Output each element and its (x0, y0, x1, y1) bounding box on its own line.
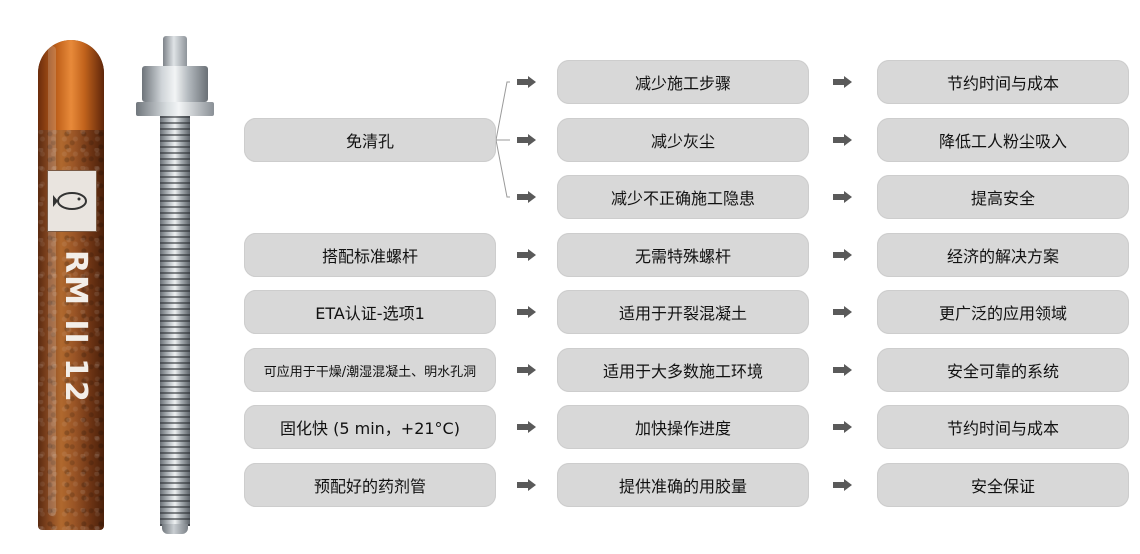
rod-tip (163, 36, 187, 66)
feature-pill: 搭配标准螺杆 (244, 233, 496, 277)
arrow-right-icon (517, 421, 537, 433)
result-pill: 降低工人粉尘吸入 (877, 118, 1129, 162)
benefit-pill: 适用于大多数施工环境 (557, 348, 809, 392)
arrow-right-icon (517, 249, 537, 261)
arrow-right-icon (517, 479, 537, 491)
arrow-right-icon (833, 421, 853, 433)
arrow-right-icon (517, 191, 537, 203)
benefit-pill: 加快操作进度 (557, 405, 809, 449)
anchor-rod-image (136, 36, 216, 536)
resin-capsule-image: RM II 12 (38, 40, 104, 530)
arrow-right-icon (833, 479, 853, 491)
benefit-pill: 减少施工步骤 (557, 60, 809, 104)
benefit-pill: 减少不正确施工隐患 (557, 175, 809, 219)
arrow-right-icon (833, 134, 853, 146)
benefit-pill: 减少灰尘 (557, 118, 809, 162)
arrow-right-icon (517, 364, 537, 376)
result-pill: 节约时间与成本 (877, 405, 1129, 449)
rod-nut (142, 66, 208, 102)
arrow-right-icon (517, 134, 537, 146)
capsule-highlight (48, 46, 56, 516)
arrow-right-icon (833, 191, 853, 203)
benefit-pill: 适用于开裂混凝土 (557, 290, 809, 334)
arrow-right-icon (833, 76, 853, 88)
rod-end (162, 524, 188, 534)
result-pill: 更广泛的应用领域 (877, 290, 1129, 334)
arrow-right-icon (517, 76, 537, 88)
feature-pill: 预配好的药剂管 (244, 463, 496, 507)
feature-pill: 可应用于干燥/潮湿混凝土、明水孔洞 (244, 348, 496, 392)
feature-pill: 固化快 (5 min，+21°C) (244, 405, 496, 449)
result-pill: 经济的解决方案 (877, 233, 1129, 277)
result-pill: 安全可靠的系统 (877, 348, 1129, 392)
feature-pill: 免清孔 (244, 118, 496, 162)
result-pill: 安全保证 (877, 463, 1129, 507)
result-pill: 提高安全 (877, 175, 1129, 219)
benefit-pill: 提供准确的用胶量 (557, 463, 809, 507)
arrow-right-icon (833, 306, 853, 318)
capsule-glass-top (38, 40, 104, 130)
arrow-right-icon (517, 306, 537, 318)
fish-logo-icon (47, 170, 97, 232)
rod-washer (136, 102, 214, 116)
feature-pill: ETA认证-选项1 (244, 290, 496, 334)
rod-thread (160, 116, 190, 526)
arrow-right-icon (833, 364, 853, 376)
arrow-right-icon (833, 249, 853, 261)
result-pill: 节约时间与成本 (877, 60, 1129, 104)
benefit-pill: 无需特殊螺杆 (557, 233, 809, 277)
